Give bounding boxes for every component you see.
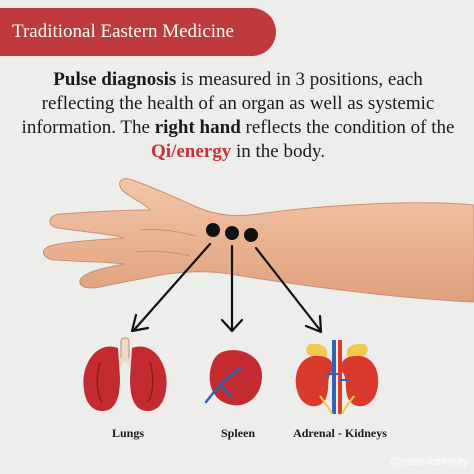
lungs-icon (83, 337, 167, 412)
pulse-point-1 (206, 223, 220, 237)
arrow-to-kidneys (254, 246, 322, 332)
description-text-3: in the body. (231, 141, 325, 162)
arm-hand-illustration (42, 178, 474, 303)
arrowhead-spleen (220, 318, 244, 333)
kidneys-icon (295, 340, 379, 415)
arrowhead-lungs (130, 313, 150, 333)
description-paragraph: Pulse diagnosis is measured in 3 positio… (20, 68, 456, 164)
title-banner: Traditional Eastern Medicine (0, 8, 276, 56)
lungs-label: Lungs (111, 426, 145, 440)
description-text-1: is measured in 3 positions, each reflect… (21, 69, 435, 138)
qi-energy-text: Qi/energy (151, 141, 232, 162)
pulse-point-2 (225, 226, 239, 240)
right-hand-text: right hand (154, 117, 241, 138)
pulse-diagnosis-text: Pulse diagnosis (53, 69, 177, 90)
banner-title: Traditional Eastern Medicine (12, 21, 234, 42)
spleen-icon (204, 350, 262, 406)
arrow-to-lungs (132, 242, 212, 332)
pulse-point-3 (244, 228, 258, 242)
watermark: @cosmictrinhity (390, 456, 468, 468)
description-text-2: reflects the condition of the (240, 117, 455, 138)
spleen-label: Spleen (220, 426, 255, 440)
kidneys-label: Adrenal - Kidneys (293, 426, 387, 440)
arrowhead-kidneys (304, 314, 323, 334)
